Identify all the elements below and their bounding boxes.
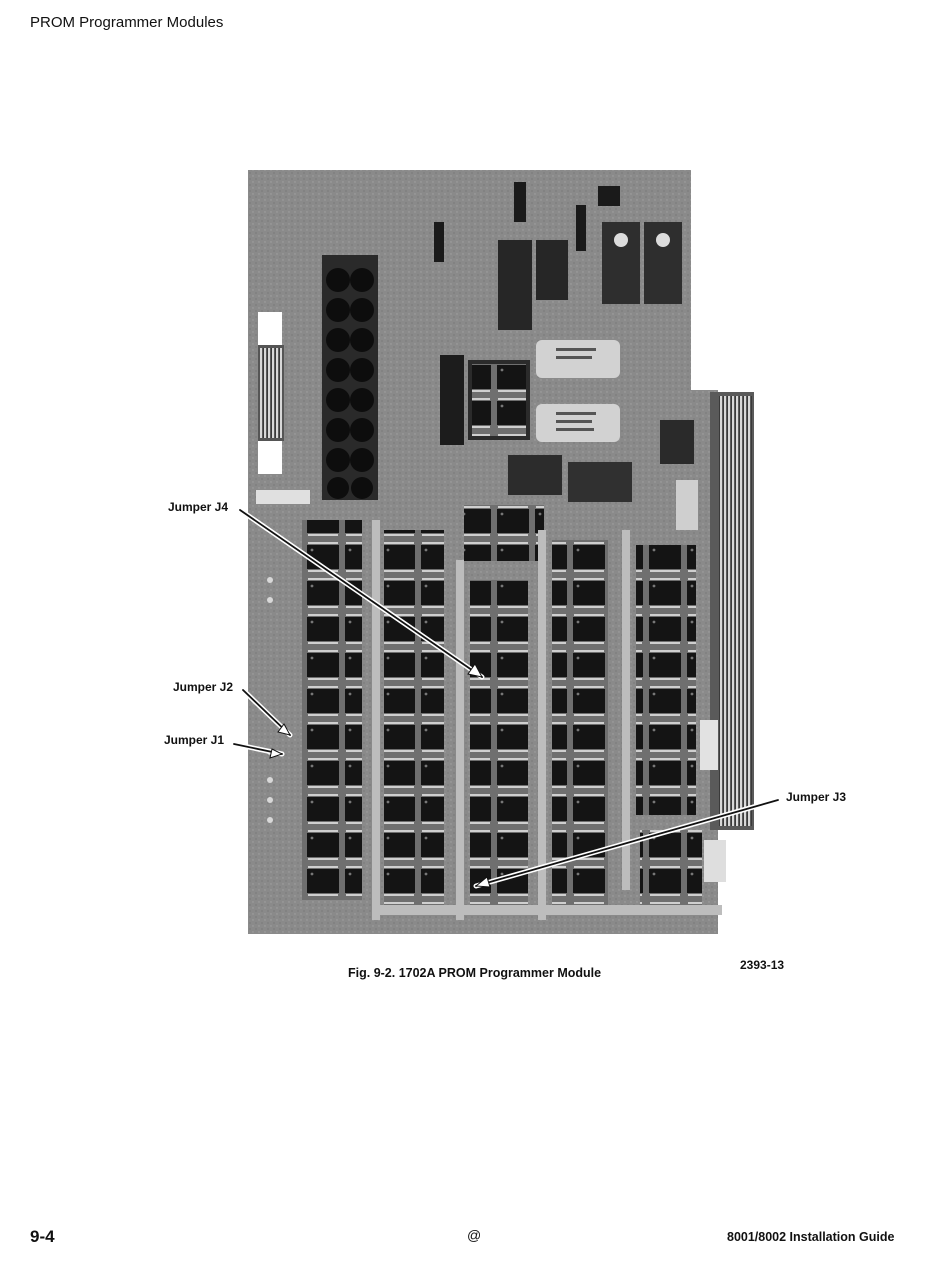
callout-jumper-j2: Jumper J2 (173, 680, 233, 694)
callout-jumper-j3: Jumper J3 (786, 790, 846, 804)
plate-number: 2393-13 (740, 958, 784, 972)
figure-caption: Fig. 9-2. 1702A PROM Programmer Module (348, 966, 601, 980)
footer-mark: @ (467, 1227, 481, 1243)
page-number: 9-4 (30, 1227, 55, 1247)
document-title: 8001/8002 Installation Guide (727, 1230, 894, 1244)
callout-jumper-j4: Jumper J4 (168, 500, 228, 514)
callout-jumper-j1: Jumper J1 (164, 733, 224, 747)
